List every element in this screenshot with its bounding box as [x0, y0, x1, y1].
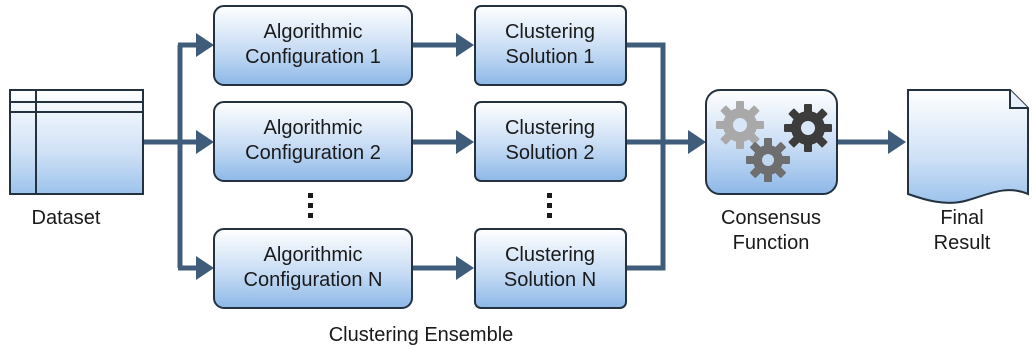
dataset-label: Dataset — [32, 207, 101, 229]
arrowheads — [196, 33, 906, 280]
config-box-n: Algorithmic Configuration N — [213, 228, 413, 309]
document-icon — [907, 89, 1029, 204]
arrowhead-config-n — [196, 256, 214, 280]
solution-n-line2: Solution N — [504, 269, 596, 291]
solution-box-n: Clustering Solution N — [474, 228, 627, 309]
gears-icon — [716, 101, 832, 182]
config-n-line1: Algorithmic — [264, 244, 363, 266]
dataset-table-icon — [9, 89, 144, 195]
connector-solution1-out — [627, 42, 666, 142]
config-box-2: Algorithmic Configuration 2 — [213, 101, 413, 182]
solution-box-2: Clustering Solution 2 — [474, 101, 627, 182]
arrowhead-config-2 — [196, 130, 214, 154]
arrowhead-solution-n — [456, 256, 474, 280]
solution-2-line1: Clustering — [505, 117, 595, 139]
config-ellipsis — [308, 193, 313, 218]
solution-n-line1: Clustering — [505, 244, 595, 266]
config-n-line2: Configuration N — [244, 269, 383, 291]
arrowhead-consensus — [688, 130, 706, 154]
arrowhead-config-1 — [196, 33, 214, 57]
solution-1-line1: Clustering — [505, 21, 595, 43]
solution-ellipsis — [547, 193, 552, 218]
config-2-line1: Algorithmic — [264, 117, 363, 139]
consensus-label-line1: Consensus — [721, 207, 821, 229]
config-box-1: Algorithmic Configuration 1 — [213, 5, 413, 86]
arrowhead-final — [888, 130, 906, 154]
connectors — [144, 42, 890, 271]
config-1-line1: Algorithmic — [264, 21, 363, 43]
solution-1-line2: Solution 1 — [506, 46, 595, 68]
config-1-line2: Configuration 1 — [245, 46, 381, 68]
connector-solutionn-out — [627, 142, 666, 271]
final-label-line2: Result — [934, 232, 991, 254]
config-2-line2: Configuration 2 — [245, 142, 381, 164]
solution-2-line2: Solution 2 — [506, 142, 595, 164]
solution-box-1: Clustering Solution 1 — [474, 5, 627, 86]
consensus-label-line2: Function — [733, 232, 810, 254]
final-label-line1: Final — [940, 207, 983, 229]
arrowhead-solution-1 — [456, 33, 474, 57]
arrowhead-solution-2 — [456, 130, 474, 154]
ensemble-label: Clustering Ensemble — [329, 324, 514, 346]
